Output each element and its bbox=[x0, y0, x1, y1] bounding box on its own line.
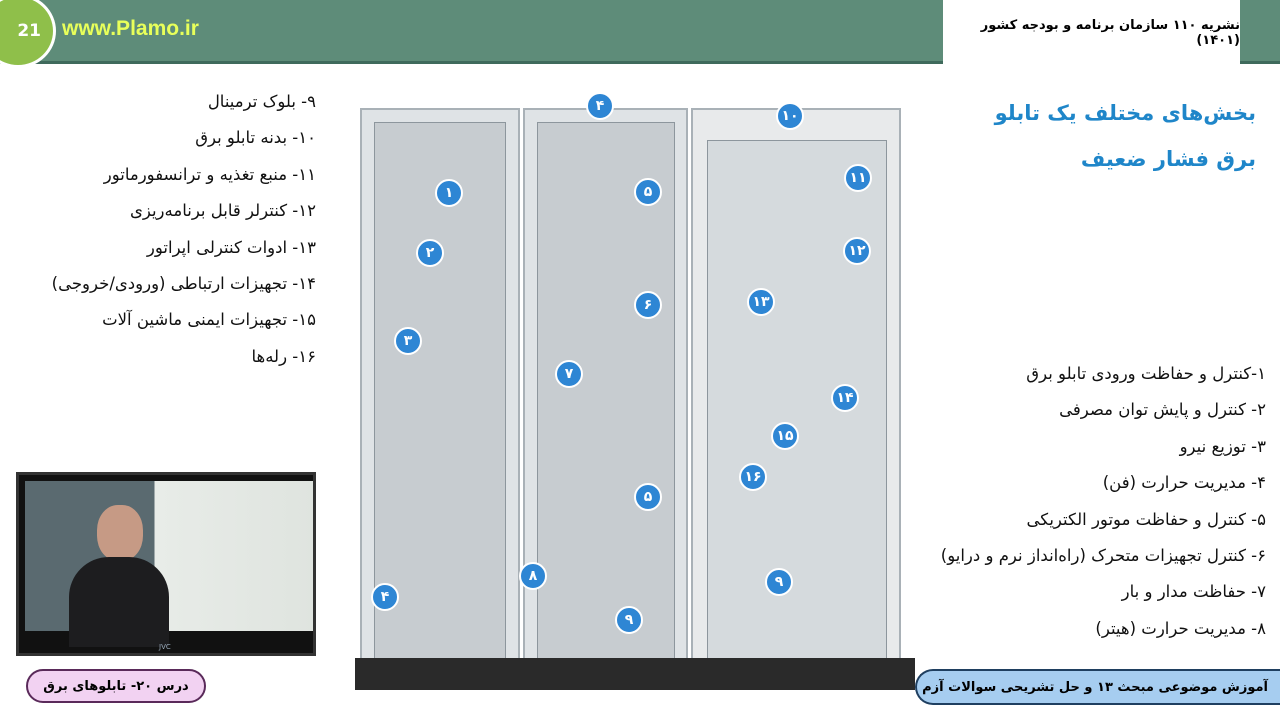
part-marker: ۱۱ bbox=[844, 164, 872, 192]
part-marker: ۹ bbox=[615, 606, 643, 634]
slide-title: بخش‌های مختلف یک تابلو برق فشار ضعیف bbox=[995, 90, 1256, 182]
instructor-video[interactable]: JVC bbox=[16, 472, 316, 656]
part-marker: ۸ bbox=[519, 562, 547, 590]
part-marker: ۱۶ bbox=[739, 463, 767, 491]
part-marker: ۴ bbox=[371, 583, 399, 611]
part-marker: ۵ bbox=[634, 483, 662, 511]
part-marker: ۴ bbox=[586, 92, 614, 120]
list-item: ۴- مدیریت حرارت (فن) bbox=[1102, 473, 1266, 493]
list-item: ۲- کنترل و پایش توان مصرفی bbox=[1059, 400, 1266, 420]
lesson-label: درس ۲۰- تابلوهای برق bbox=[26, 669, 206, 703]
cabinet-section-2 bbox=[523, 108, 688, 688]
list-item: ۱۴- تجهیزات ارتباطی (ورودی/خروجی) bbox=[51, 274, 316, 294]
list-item: ۹- بلوک ترمینال bbox=[207, 92, 316, 111]
list-item: ۱۲- کنترلر قابل برنامه‌ریزی bbox=[129, 201, 316, 221]
list-item: ۸- مدیریت حرارت (هیتر) bbox=[1095, 618, 1266, 638]
page-number: 21 bbox=[0, 0, 56, 68]
list-item: ۷- حفاظت مدار و بار bbox=[1121, 582, 1266, 602]
cabinet-base bbox=[355, 658, 915, 690]
parts-list-left: ۹- بلوک ترمینال ۱۰- بدنه تابلو برق ۱۱- م… bbox=[52, 84, 316, 375]
part-marker: ۱ bbox=[435, 179, 463, 207]
part-marker: ۳ bbox=[394, 327, 422, 355]
electrical-cabinet-image bbox=[355, 68, 915, 690]
part-marker: ۱۴ bbox=[831, 384, 859, 412]
course-banner: آموزش موضوعی مبحث ۱۳ و حل تشریحی سوالات … bbox=[915, 669, 1280, 705]
instructor bbox=[69, 505, 169, 647]
tv-brand: JVC bbox=[159, 643, 171, 651]
part-marker: ۹ bbox=[765, 568, 793, 596]
list-item: ۱۱- منبع تغذیه و ترانسفورماتور bbox=[103, 164, 316, 184]
part-marker: ۵ bbox=[634, 178, 662, 206]
part-marker: ۷ bbox=[555, 360, 583, 388]
part-marker: ۶ bbox=[634, 291, 662, 319]
list-item: ۳- توزیع نیرو bbox=[1179, 436, 1266, 456]
list-item: ۵- کنترل و حفاظت موتور الکتریکی bbox=[1026, 509, 1266, 529]
part-marker: ۲ bbox=[416, 239, 444, 267]
title-line: برق فشار ضعیف bbox=[1080, 147, 1256, 171]
publication-label: نشریه ۱۱۰ سازمان برنامه و بودجه کشور (۱۴… bbox=[943, 0, 1240, 66]
list-item: ۱۵- تجهیزات ایمنی ماشین آلات bbox=[102, 310, 316, 330]
parts-list-right: ۱-کنترل و حفاظت ورودی تابلو برق ۲- کنترل… bbox=[941, 356, 1266, 647]
list-item: ۶- کنترل تجهیزات متحرک (راه‌انداز نرم و … bbox=[940, 546, 1266, 566]
list-item: ۱۶- رله‌ها bbox=[251, 346, 316, 366]
list-item: ۱-کنترل و حفاظت ورودی تابلو برق bbox=[1026, 364, 1266, 383]
part-marker: ۱۳ bbox=[747, 288, 775, 316]
cabinet-door bbox=[691, 108, 901, 688]
title-line: بخش‌های مختلف یک تابلو bbox=[994, 101, 1256, 125]
list-item: ۱۳- ادوات کنترلی اپراتور bbox=[146, 237, 316, 257]
part-marker: ۱۰ bbox=[776, 102, 804, 130]
part-marker: ۱۵ bbox=[771, 422, 799, 450]
site-url: www.Plamo.ir bbox=[62, 17, 199, 40]
part-marker: ۱۲ bbox=[843, 237, 871, 265]
list-item: ۱۰- بدنه تابلو برق bbox=[195, 128, 316, 148]
